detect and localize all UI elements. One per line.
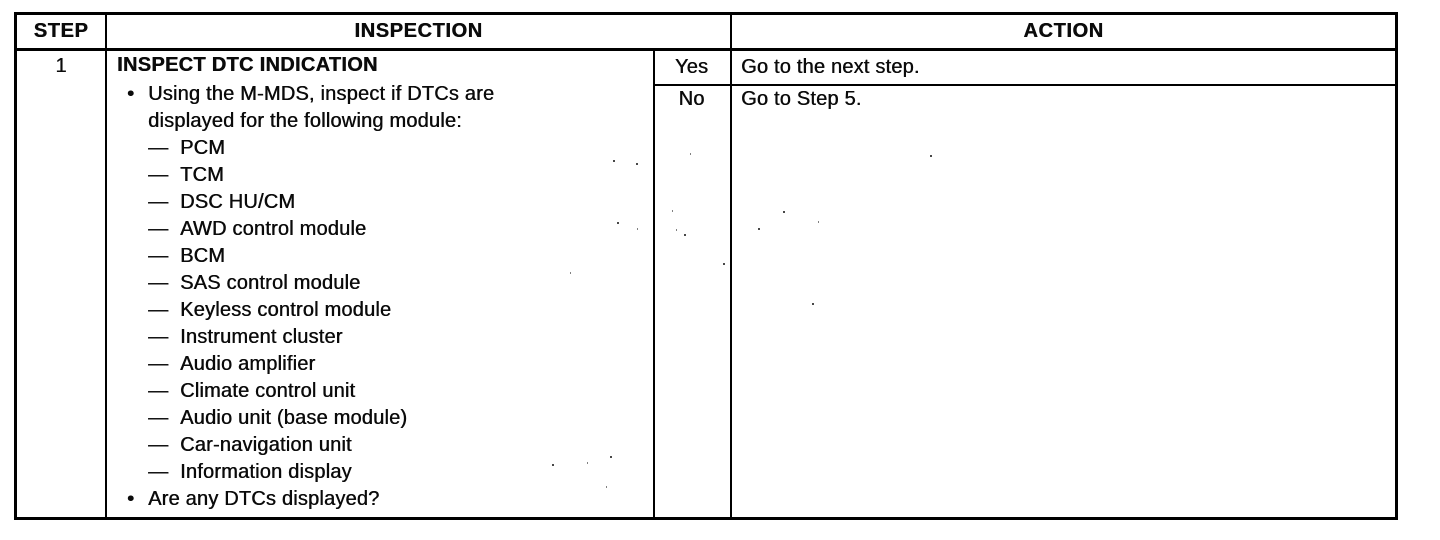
divider-yesno-action — [730, 15, 732, 517]
dash-icon: — — [148, 326, 168, 348]
action-no: Go to Step 5. — [741, 88, 862, 110]
branch-label-yes: Yes — [674, 56, 709, 78]
module-name: AWD control module — [180, 218, 367, 240]
module-list-item: — AWD control module — [148, 216, 647, 243]
scan-noise-dot — [606, 486, 607, 488]
module-list-item: — BCM — [148, 243, 647, 270]
scan-noise-dot — [723, 263, 725, 265]
column-header-inspection: INSPECTION — [354, 20, 483, 42]
module-list-item: — PCM — [148, 135, 647, 162]
bullet-line-1: Using the M-MDS, inspect if DTCs are — [148, 83, 495, 105]
scan-noise-dot — [610, 456, 612, 458]
dash-icon: — — [148, 218, 168, 240]
scan-noise-dot — [617, 222, 619, 224]
scan-noise-dot — [812, 303, 814, 305]
scan-noise-dot — [637, 228, 638, 230]
module-list-item: — Instrument cluster — [148, 324, 647, 351]
scan-noise-dot — [783, 211, 785, 213]
bullet-line-2: displayed for the following module: — [148, 110, 462, 132]
module-name: Audio amplifier — [180, 353, 316, 375]
dash-icon: — — [148, 137, 168, 159]
module-name: Information display — [180, 461, 352, 483]
module-name: Car-navigation unit — [180, 434, 352, 456]
column-header-action: ACTION — [1023, 20, 1104, 42]
dash-icon: — — [148, 164, 168, 186]
scan-noise-dot — [552, 464, 554, 466]
module-list-item: — Keyless control module — [148, 297, 647, 324]
dash-icon: — — [148, 407, 168, 429]
module-name: Audio unit (base module) — [180, 407, 408, 429]
dash-icon: — — [148, 272, 168, 294]
inspection-cell: INSPECT DTC INDICATION • Using the M-MDS… — [107, 51, 653, 517]
module-list-item: — Car-navigation unit — [148, 432, 647, 459]
bullet-item-question: • Are any DTCs displayed? — [127, 486, 647, 513]
module-list-item: — Audio amplifier — [148, 351, 647, 378]
scan-noise-dot — [613, 160, 615, 162]
scan-noise-dot — [587, 462, 588, 464]
scan-noise-dot — [672, 210, 673, 212]
scan-noise-dot — [758, 228, 760, 230]
module-name: TCM — [180, 164, 224, 186]
bullet-question-text: Are any DTCs displayed? — [148, 488, 380, 510]
divider-yes-no-rows — [653, 84, 1395, 86]
module-name: PCM — [180, 137, 226, 159]
scan-noise-dot — [676, 229, 677, 231]
module-name: SAS control module — [180, 272, 361, 294]
troubleshooting-table: STEP INSPECTION ACTION 1 INSPECT DTC IND… — [14, 12, 1398, 520]
dash-icon: — — [148, 434, 168, 456]
divider-step-inspection — [105, 15, 107, 517]
dash-icon: — — [148, 191, 168, 213]
divider-inspection-yesno — [653, 48, 655, 517]
module-list-item: — Information display — [148, 459, 647, 486]
module-name: Climate control unit — [180, 380, 356, 402]
module-list-item: — TCM — [148, 162, 647, 189]
divider-header-row — [17, 48, 1395, 51]
step-number-cell: 1 — [55, 55, 67, 77]
bullet-icon: • — [127, 83, 135, 105]
scan-noise-dot — [570, 272, 571, 274]
inspection-detail-list: • Using the M-MDS, inspect if DTCs are d… — [117, 81, 647, 513]
dash-icon: — — [148, 380, 168, 402]
module-name: Keyless control module — [180, 299, 392, 321]
bullet-item-inspect-dtcs: • Using the M-MDS, inspect if DTCs are d… — [127, 81, 647, 135]
bullet-icon: • — [127, 488, 135, 510]
inspection-title: INSPECT DTC INDICATION — [117, 54, 378, 76]
module-name: BCM — [180, 245, 226, 267]
dash-icon: — — [148, 461, 168, 483]
module-list-item: — Climate control unit — [148, 378, 647, 405]
dash-icon: — — [148, 245, 168, 267]
dash-icon: — — [148, 299, 168, 321]
module-name: Instrument cluster — [180, 326, 343, 348]
module-list-item: — DSC HU/CM — [148, 189, 647, 216]
scan-noise-dot — [930, 155, 932, 157]
column-header-step: STEP — [33, 20, 89, 42]
module-name: DSC HU/CM — [180, 191, 296, 213]
dash-icon: — — [148, 353, 168, 375]
module-list-item: — SAS control module — [148, 270, 647, 297]
action-yes: Go to the next step. — [741, 56, 920, 78]
module-list-item: — Audio unit (base module) — [148, 405, 647, 432]
bullet-item-text: Using the M-MDS, inspect if DTCs are dis… — [148, 81, 647, 135]
scan-noise-dot — [684, 234, 686, 236]
scan-noise-dot — [636, 163, 638, 165]
scan-noise-dot — [690, 153, 691, 155]
scan-noise-dot — [818, 221, 819, 223]
branch-label-no: No — [678, 88, 705, 110]
